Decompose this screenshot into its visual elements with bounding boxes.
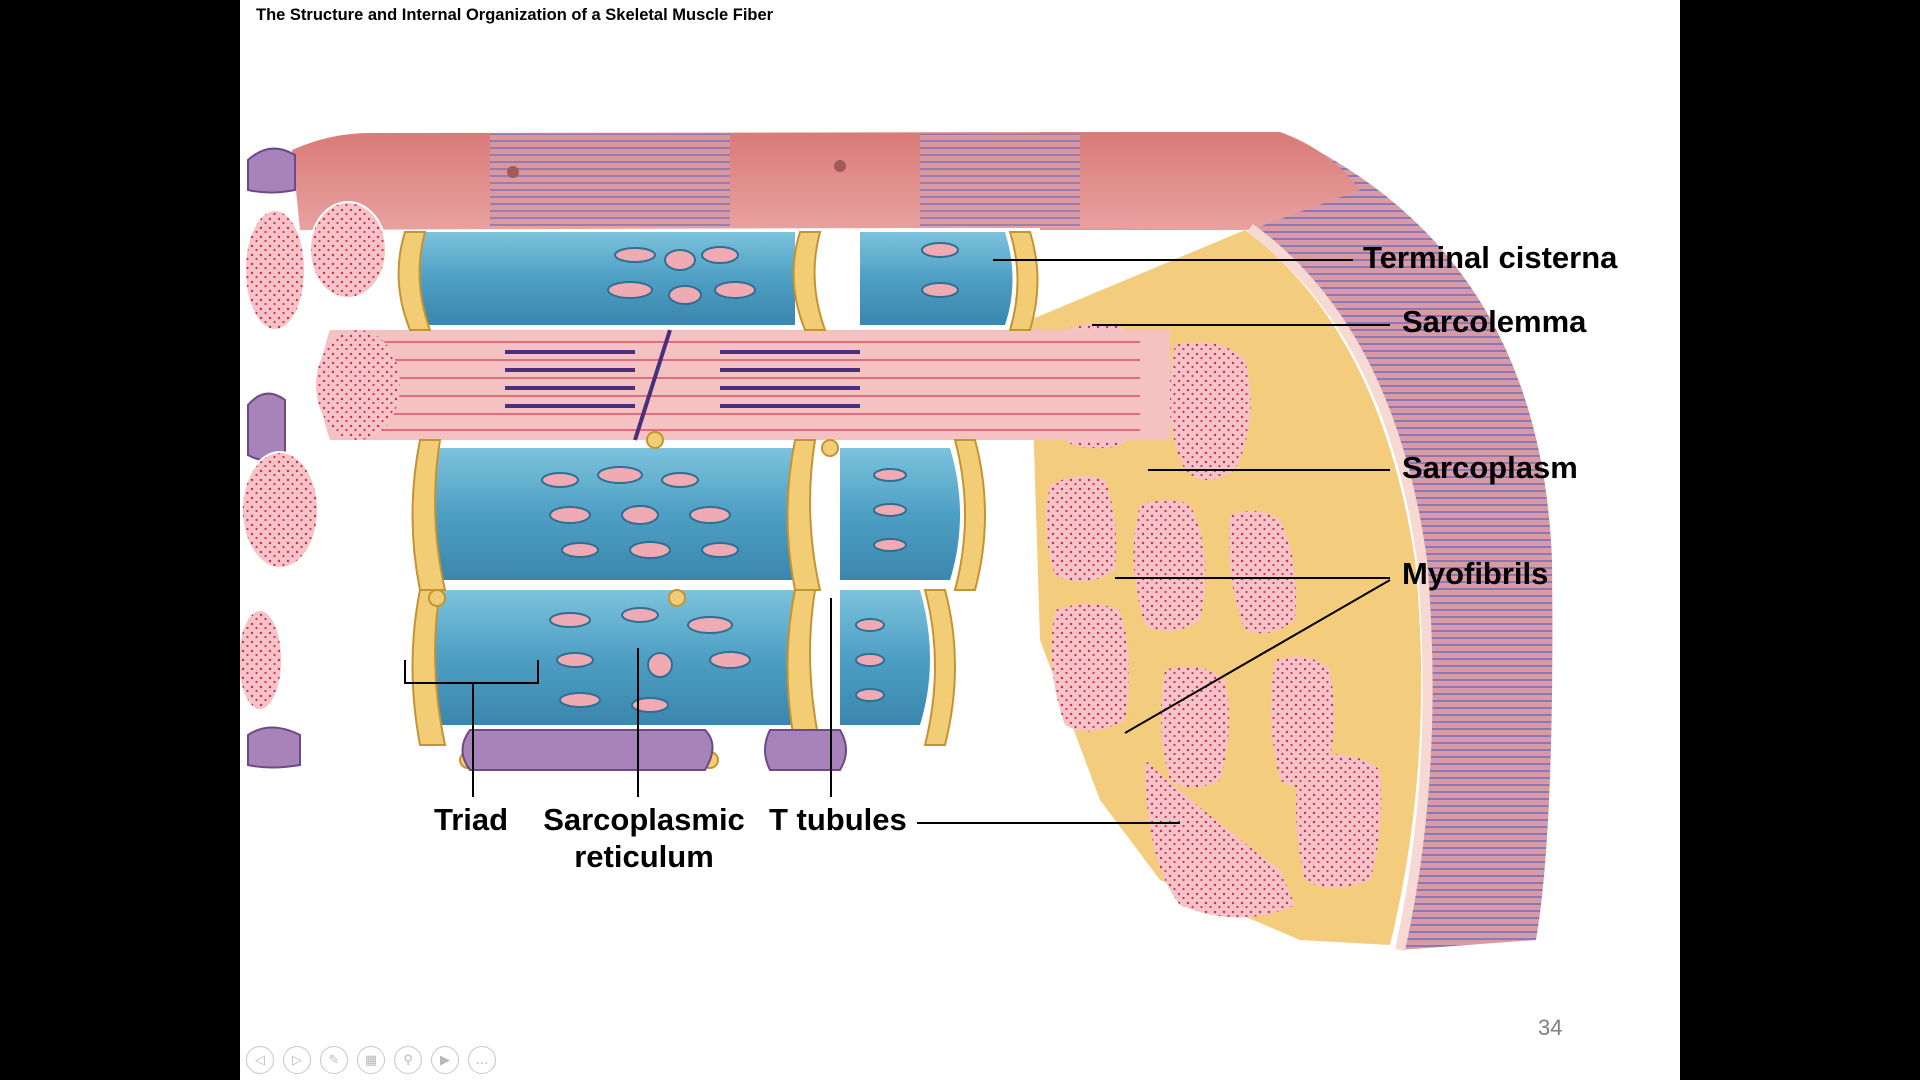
label-sarcoplasmic-reticulum: Sarcoplasmic reticulum (537, 801, 751, 875)
more-icon[interactable]: … (468, 1046, 496, 1074)
sarcolemma-outer-band (1040, 132, 1553, 950)
zoom-icon[interactable]: ⚲ (394, 1046, 422, 1074)
label-sarcoplasmic-reticulum-line1: Sarcoplasmic (543, 802, 745, 837)
slides-grid-icon[interactable]: ▦ (357, 1046, 385, 1074)
slide-title: The Structure and Internal Organization … (256, 6, 774, 24)
sarcolemma-stripe-band-1 (490, 134, 730, 226)
label-triad: Triad (434, 802, 509, 837)
label-myofibrils: Myofibrils (1402, 556, 1549, 591)
longitudinal-myofibril (316, 329, 1170, 441)
label-sarcoplasm: Sarcoplasm (1402, 450, 1578, 485)
slideshow-toolbar: ◁ ▷ ✎ ▦ ⚲ ▶ … (246, 1046, 496, 1074)
sarcolemma-stripe-band-2 (920, 134, 1080, 226)
sarcoplasmic-reticulum-segments (412, 232, 1013, 725)
mitochondria (247, 147, 847, 771)
label-sarcolemma: Sarcolemma (1402, 304, 1587, 339)
pen-icon[interactable]: ✎ (320, 1046, 348, 1074)
prev-icon[interactable]: ◁ (246, 1046, 274, 1074)
leader-myofibrils-lower (1124, 579, 1391, 734)
video-icon[interactable]: ▶ (431, 1046, 459, 1074)
muscle-fiber-diagram (240, 132, 1553, 952)
left-myofibril-ends (240, 201, 387, 711)
label-t-tubules: T tubules (769, 802, 907, 837)
next-icon[interactable]: ▷ (283, 1046, 311, 1074)
fiber-top-surface (292, 132, 1360, 230)
page-number: 34 (1538, 1015, 1563, 1040)
slide: The Structure and Internal Organization … (240, 0, 1680, 1080)
label-sarcoplasmic-reticulum-line2: reticulum (574, 839, 714, 875)
leader-triad (404, 660, 539, 684)
label-terminal-cisterna: Terminal cisterna (1363, 240, 1618, 275)
